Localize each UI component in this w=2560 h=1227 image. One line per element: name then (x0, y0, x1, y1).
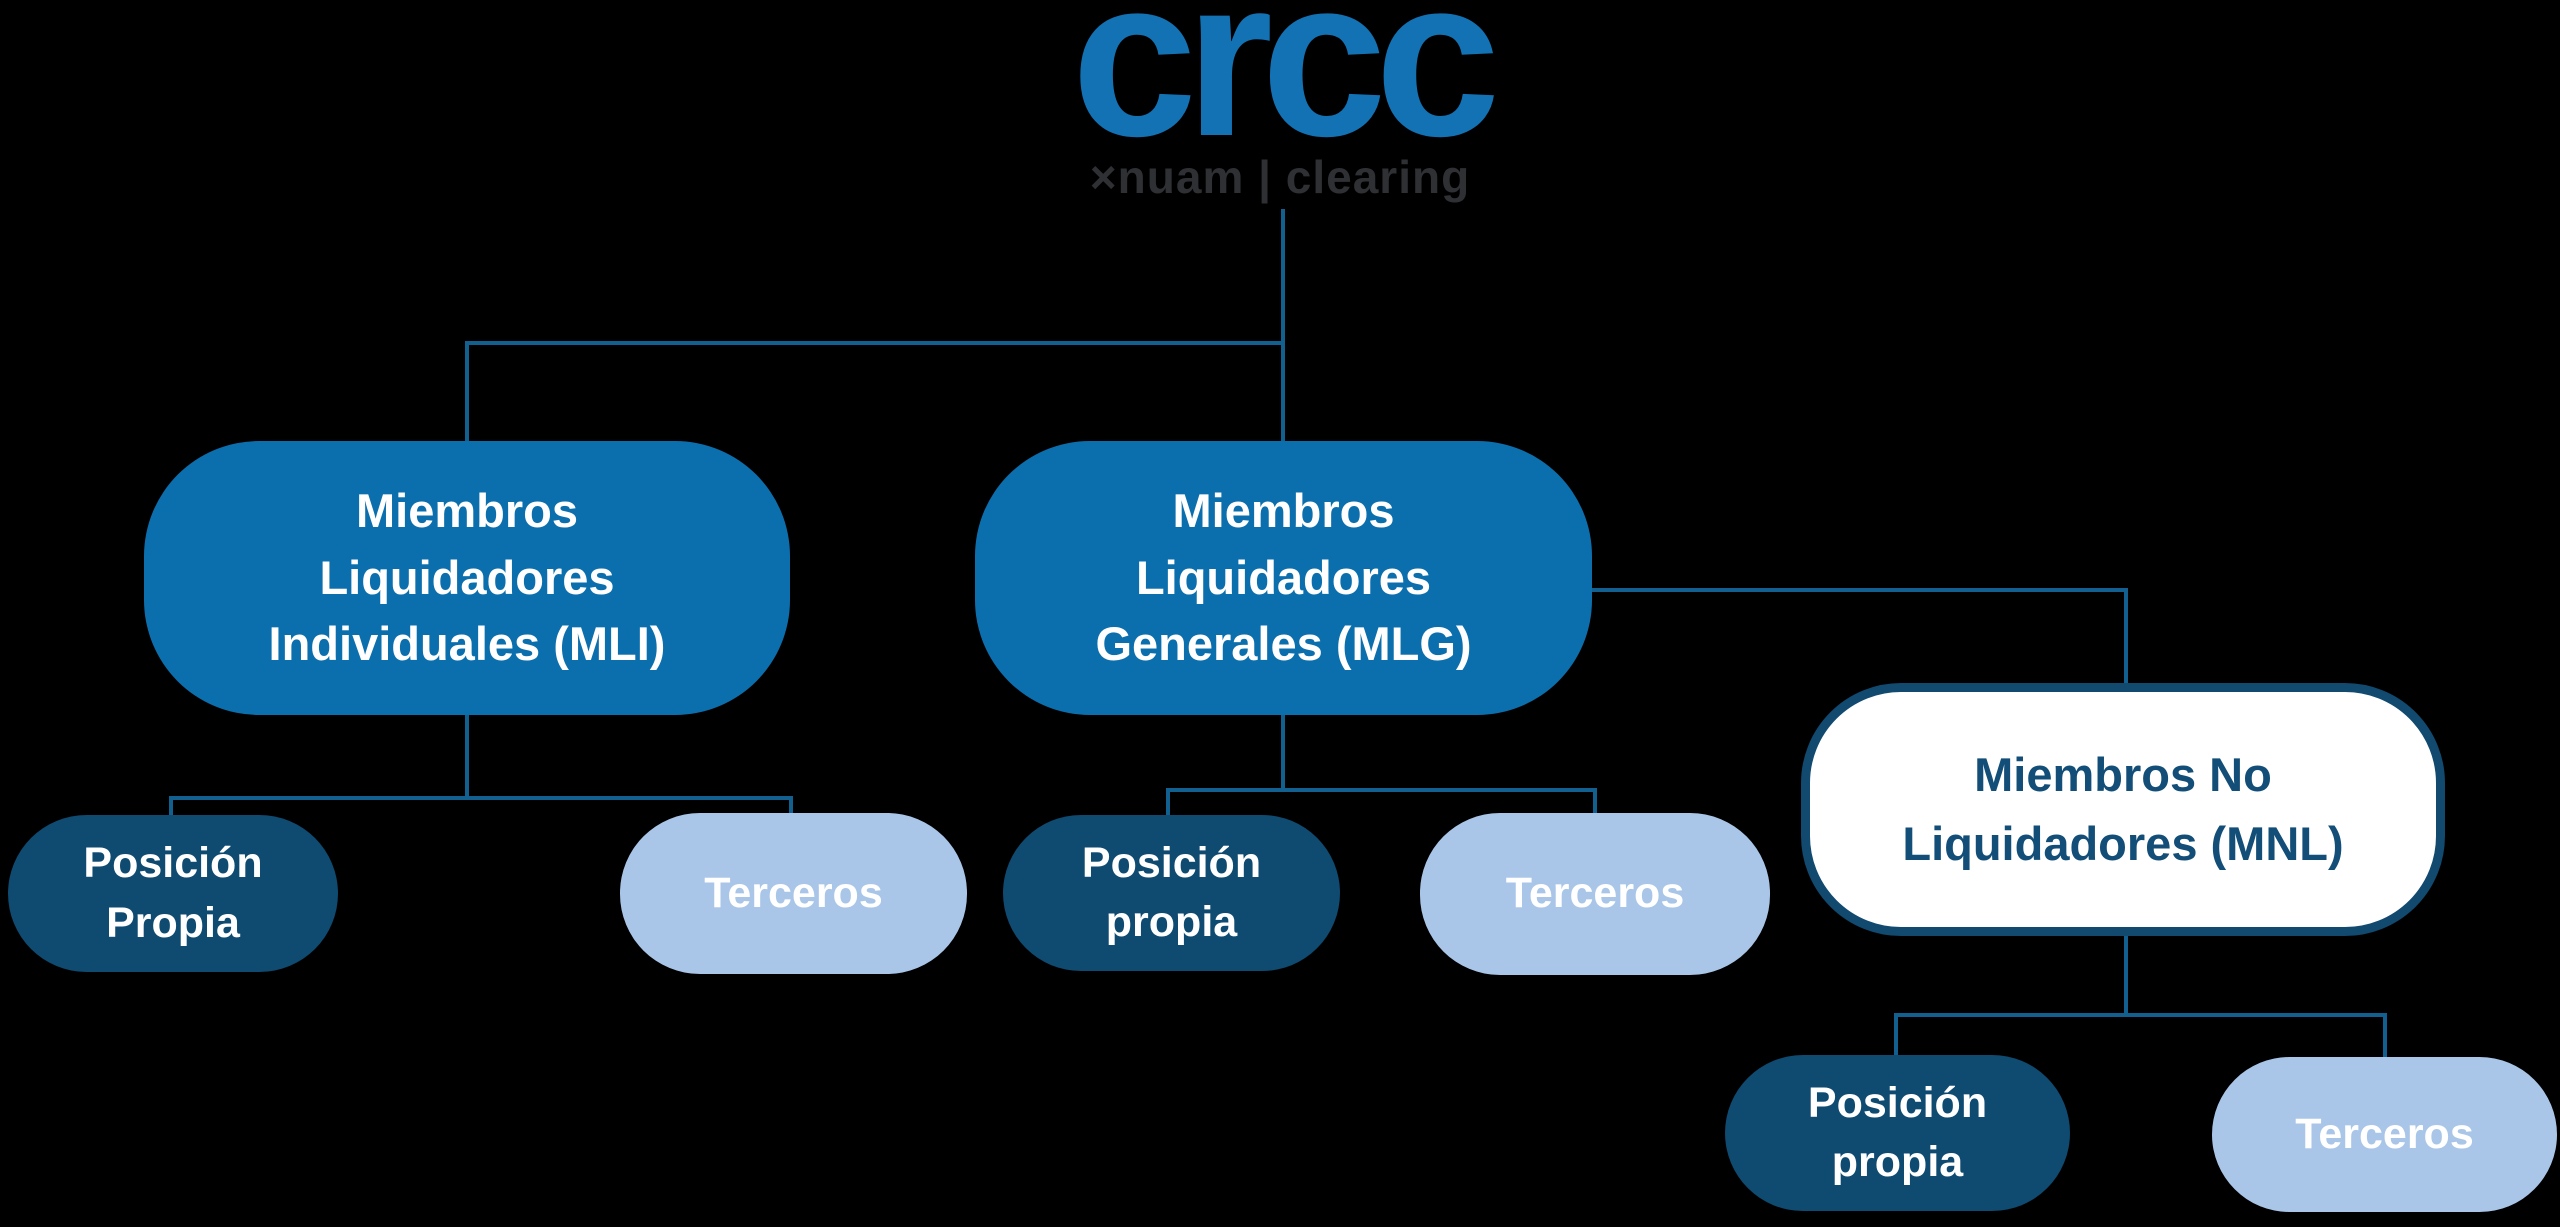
node-mlg-terceros: Terceros (1420, 813, 1770, 975)
nuam-clearing-text: ×nuam | clearing (1089, 151, 1471, 203)
node-mlg-label: Miembros Liquidadores Generales (MLG) (1095, 483, 1472, 671)
node-mli-posicion-propia: Posición Propia (8, 815, 338, 972)
connector-mlg-children-branch (1166, 788, 1597, 792)
node-mli-label: Miembros Liquidadores Individuales (MLI) (268, 483, 666, 671)
node-mli-posicion-propia-label: Posición Propia (83, 839, 263, 947)
connector-to-mli-posicion-propia (169, 796, 173, 820)
node-mnl: Miembros No Liquidadores (MNL) (1801, 683, 2445, 936)
connector-mnl-top (2124, 588, 2128, 688)
connector-mnl-stem (2124, 934, 2128, 1017)
node-mnl-terceros: Terceros (2212, 1057, 2557, 1212)
connector-logo-to-mlg (1281, 209, 1285, 443)
node-mlg-posicion-propia: Posición propia (1003, 815, 1340, 971)
node-mlg-posicion-propia-label: Posición propia (1081, 838, 1262, 946)
node-mli: Miembros Liquidadores Individuales (MLI) (144, 441, 790, 715)
connector-mlg-to-mnl (1592, 588, 2128, 592)
node-mlg-terceros-label: Terceros (1505, 869, 1685, 918)
node-mli-terceros: Terceros (620, 813, 967, 974)
connector-to-mlg-posicion-propia (1166, 788, 1170, 820)
connector-top-branch (465, 341, 1283, 345)
node-mnl-terceros-label: Terceros (2295, 1109, 2474, 1158)
crcc-logo: crcc (1040, 0, 1520, 184)
node-mnl-label: Miembros No Liquidadores (MNL) (1902, 748, 2344, 870)
connector-to-mnl-terceros (2383, 1013, 2387, 1062)
connector-mli-stem (465, 713, 469, 800)
connector-mlg-stem (1281, 713, 1285, 792)
connector-to-mnl-posicion-propia (1894, 1013, 1898, 1060)
crcc-logo-text: crcc (1071, 0, 1500, 183)
nuam-clearing-wordmark: ×nuam | clearing (1040, 146, 1520, 208)
connector-to-mli-terceros (789, 796, 793, 818)
connector-branch-to-mli (465, 341, 469, 443)
connector-to-mlg-terceros (1593, 788, 1597, 817)
node-mnl-posicion-propia: Posición propia (1725, 1055, 2070, 1211)
connector-mli-children-branch (169, 796, 793, 800)
node-mlg: Miembros Liquidadores Generales (MLG) (975, 441, 1592, 715)
node-mnl-posicion-propia-label: Posición propia (1807, 1078, 1988, 1186)
connector-mnl-children-branch (1894, 1013, 2387, 1017)
node-mli-terceros-label: Terceros (704, 868, 883, 917)
